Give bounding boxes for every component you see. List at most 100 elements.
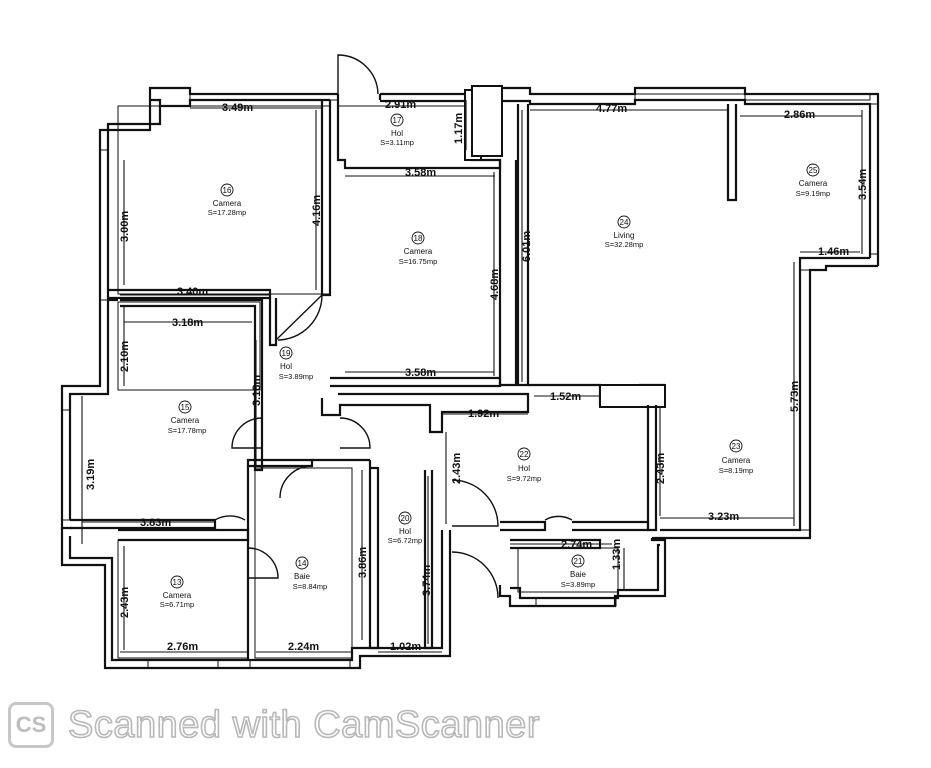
dim-label: 2.43m [655,453,667,484]
room-24: 24 Living S=32.28mp [605,215,644,249]
dim-label: 3.19m [85,459,97,490]
room-area: S=17.78mp [168,426,207,435]
dim-label: 1.17m [453,113,465,144]
dim-label: 2.24m [288,641,319,653]
room-area: S=6.71mp [160,600,194,609]
room-name: Camera [404,247,433,256]
door-room-15-lower [214,515,246,521]
room-number: 16 [223,186,232,195]
dim-label: 4.68m [489,269,501,300]
room-name: Baie [294,572,311,581]
room-21: 21 Baie S=3.89mp [561,554,595,589]
dim-label: 2.91m [385,99,416,111]
room-20: 20 Hol S=6.72mp [388,511,422,545]
dim-label: 2.10m [119,341,131,372]
door-room-15 [231,417,263,449]
room-23: 23 Camera S=8.19mp [719,439,753,475]
dim-label: 3.49m [222,102,253,114]
windows [61,93,879,669]
room-area: S=3.11mp [380,138,414,147]
door-room-22 [451,479,499,527]
room-labels: 16 Camera S=17.28mp 17 Hol S=3.11mp 18 C… [160,113,830,609]
door-room-20 [339,417,371,449]
room-area: S=9.19mp [796,189,830,198]
room-name: Hol [399,527,411,536]
interior-walls [70,85,738,660]
room-16: 16 Camera S=17.28mp [208,183,247,217]
room-area: S=3.89mp [561,580,595,589]
room-18: 18 Camera S=16.75mp [399,231,438,266]
dim-label: 3.23m [708,511,739,523]
room-number: 22 [520,450,529,459]
door-entrance [337,54,379,95]
dim-label: 4.77m [596,103,627,115]
room-area: S=17.28mp [208,208,247,217]
dim-label: 1.33m [611,539,623,570]
room-name: Camera [722,456,751,465]
room-name: Camera [171,416,200,425]
room-number: 13 [173,578,182,587]
dimension-lines [81,100,863,653]
room-name: Hol [391,129,403,138]
room-number: 20 [401,514,410,523]
dim-label: 3.58m [405,167,436,179]
dim-label: 3.83m [140,517,171,529]
room-13: 13 Camera S=6.71mp [160,575,194,609]
dim-label: 2.86m [784,109,815,121]
dim-label: 1.92m [468,408,499,420]
dim-label: 2.43m [451,453,463,484]
room-area: S=3.89mp [279,372,313,381]
room-area: S=32.28mp [605,240,644,249]
room-number: 24 [620,218,629,227]
door-room-20-lower [451,551,499,599]
room-22: 22 Hol S=9.72mp [507,447,541,483]
room-15: 15 Camera S=17.78mp [168,400,207,435]
camscanner-watermark: CS Scanned with CamScanner [8,700,540,750]
watermark-text: Scanned with CamScanner [67,703,540,747]
dim-label: 4.16m [311,195,323,226]
room-14: 14 Baie S=8.84mp [293,556,327,591]
dim-label: 1.02m [390,641,421,653]
dim-label: 3.18m [172,317,203,329]
door-room-13 [247,547,279,579]
door-room-14-upper [279,465,313,499]
dimension-labels: 3.49m 2.91m 4.77m 2.86m 1.17m 3.00m 4.16… [85,99,869,653]
room-area: S=8.84mp [293,582,327,591]
dim-label: 3.18m [251,375,263,406]
dim-label: 3.40m [177,286,208,298]
camscanner-logo-icon: CS [8,702,54,748]
room-number: 19 [282,349,291,358]
room-name: Baie [570,570,587,579]
dim-label: 1.52m [550,391,581,403]
dim-label: 2.74m [561,539,592,551]
room-number: 23 [732,442,741,451]
room-area: S=6.72mp [388,536,422,545]
room-name: Living [614,231,635,240]
dim-label: 3.58m [405,367,436,379]
room-name: Hol [280,362,292,371]
room-name: Hol [518,464,530,473]
door-room-21 [544,515,573,521]
room-number: 25 [809,166,818,175]
dim-label: 3.86m [357,547,369,578]
dim-label: 3.00m [119,211,131,242]
doors [214,54,573,599]
room-area: S=16.75mp [399,257,438,266]
room-name: Camera [213,199,242,208]
floor-plan: 3.49m 2.91m 4.77m 2.86m 1.17m 3.00m 4.16… [60,54,880,670]
door-room-16 [275,293,323,341]
room-area: S=9.72mp [507,474,541,483]
dim-label: 1.46m [818,246,849,258]
dim-label: 2.76m [167,641,198,653]
dim-label: 3.74m [421,565,433,596]
room-number: 15 [181,403,190,412]
room-19: 19 Hol S=3.89mp [279,346,313,381]
room-17: 17 Hol S=3.11mp [380,113,414,147]
room-name: Camera [799,179,828,188]
room-number: 21 [574,557,583,566]
room-25: 25 Camera S=9.19mp [796,163,830,198]
room-number: 18 [414,234,423,243]
room-area: S=8.19mp [719,466,753,475]
room-number: 17 [393,116,402,125]
dim-label: 3.54m [857,169,869,200]
